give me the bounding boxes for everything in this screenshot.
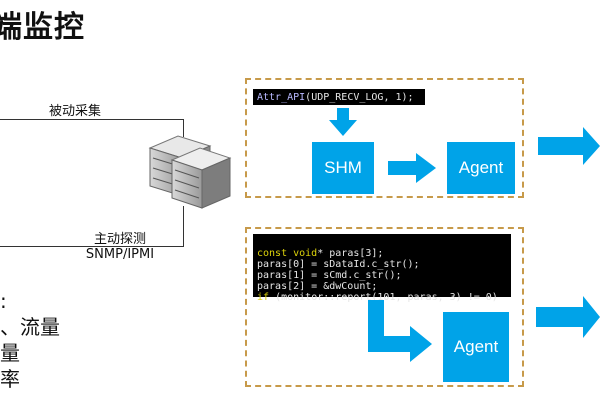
agent-block-bottom: Agent — [443, 312, 509, 382]
bottom-code-snippet: const void* paras[3];paras[0] = sDataId.… — [253, 234, 511, 303]
passive-line-drop — [183, 119, 184, 137]
code-function: Attr_API — [257, 92, 306, 103]
active-line — [0, 246, 183, 247]
side-line: 率 — [0, 367, 20, 391]
code-line: const void* paras[3]; — [257, 248, 384, 259]
active-label: 主动探测 — [93, 232, 146, 247]
arrow-right-icon — [536, 296, 600, 338]
passive-line — [0, 119, 183, 120]
arrow-right-icon — [538, 127, 600, 165]
code-args: (UDP_RECV_LOG, 1); — [305, 92, 414, 103]
side-line: 量 — [0, 341, 20, 365]
side-list: : 、流量 量 率 — [0, 288, 60, 392]
arrow-elbow-icon — [368, 300, 432, 362]
arrow-down-icon — [329, 108, 357, 136]
code-line: paras[1] = sCmd.c_str(); — [257, 270, 402, 281]
arrow-right-icon — [388, 153, 436, 183]
code-line: paras[0] = sDataId.c_str(); — [257, 259, 420, 270]
active-line-rise — [183, 206, 184, 247]
shm-block: SHM — [312, 142, 374, 194]
top-flow-box — [245, 78, 524, 198]
active-sublabel: SNMP/IPMI — [85, 247, 155, 262]
page-title: 端监控 — [0, 10, 85, 45]
code-line: if (monitor::report(101, paras, 3) != 0) — [257, 292, 498, 303]
side-line: : — [0, 289, 7, 313]
code-line: paras[2] = &dwCount; — [257, 281, 378, 292]
agent-block-top: Agent — [447, 142, 515, 194]
top-code-snippet: Attr_API(UDP_RECV_LOG, 1); — [253, 89, 425, 105]
passive-label: 被动采集 — [48, 104, 101, 119]
bottom-flow-box — [245, 227, 524, 387]
side-line: 、流量 — [0, 315, 60, 339]
